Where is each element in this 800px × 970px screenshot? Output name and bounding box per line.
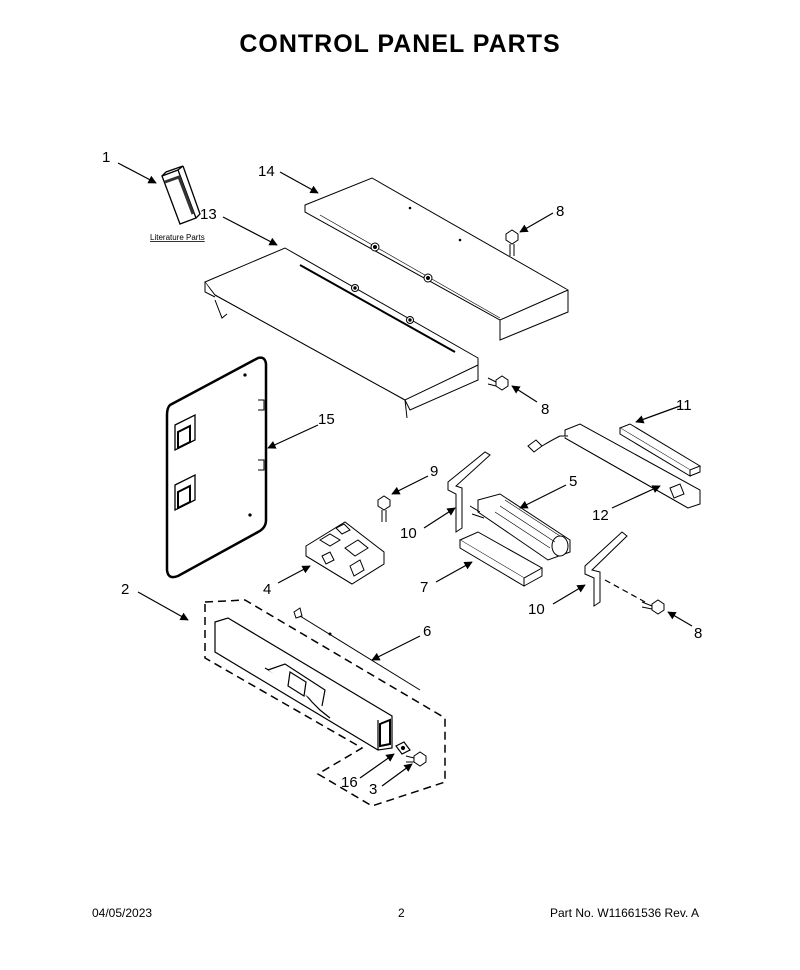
lower-panel-tray — [204, 247, 479, 419]
wire-harness-connector — [527, 435, 568, 453]
bracket-right — [584, 531, 628, 607]
panel-screw — [405, 751, 427, 767]
panel-clip — [395, 741, 411, 755]
callout-9: 9 — [430, 463, 438, 480]
bracket-left — [447, 451, 491, 533]
leader-lines — [117, 162, 693, 787]
page-title: CONTROL PANEL PARTS — [239, 30, 561, 58]
foam-strip — [618, 423, 702, 477]
callout-8-bottom: 8 — [694, 625, 702, 642]
upper-panel-cover — [304, 177, 569, 341]
callout-8-top: 8 — [556, 203, 564, 220]
callout-8-middle: 8 — [541, 401, 549, 418]
control-panel-fascia — [214, 617, 393, 751]
callout-3: 3 — [369, 781, 377, 798]
callout-15: 15 — [318, 411, 335, 428]
literature-booklet — [161, 165, 201, 225]
callout-16: 16 — [341, 774, 358, 791]
air-deflector — [458, 531, 544, 587]
callout-10-right: 10 — [528, 601, 545, 618]
literature-parts-label: Literature Parts — [150, 233, 205, 242]
screw-bottom — [641, 599, 665, 615]
callout-14: 14 — [258, 163, 275, 180]
callout-1: 1 — [102, 149, 110, 166]
callout-2: 2 — [121, 581, 129, 598]
screw-middle — [487, 375, 509, 391]
callout-11: 11 — [676, 397, 692, 414]
bracket-rail — [564, 423, 701, 509]
callout-6: 6 — [423, 623, 431, 640]
callout-13: 13 — [200, 206, 217, 223]
screw-top — [505, 229, 519, 256]
callout-5: 5 — [569, 473, 577, 490]
screw-9 — [377, 495, 391, 522]
footer-part-number: Part No. W11661536 Rev. A — [550, 906, 699, 920]
footer-page-number: 2 — [398, 906, 405, 920]
cooling-fan — [469, 493, 571, 561]
ribbon-cable — [293, 607, 421, 691]
rear-panel-board — [165, 356, 268, 579]
control-panel-assembly-outline — [204, 599, 446, 807]
callout-7: 7 — [420, 579, 428, 596]
control-board — [305, 521, 385, 585]
callout-4: 4 — [263, 581, 271, 598]
footer-date: 04/05/2023 — [92, 906, 153, 920]
callout-12: 12 — [592, 507, 609, 524]
callout-10-left: 10 — [400, 525, 417, 542]
